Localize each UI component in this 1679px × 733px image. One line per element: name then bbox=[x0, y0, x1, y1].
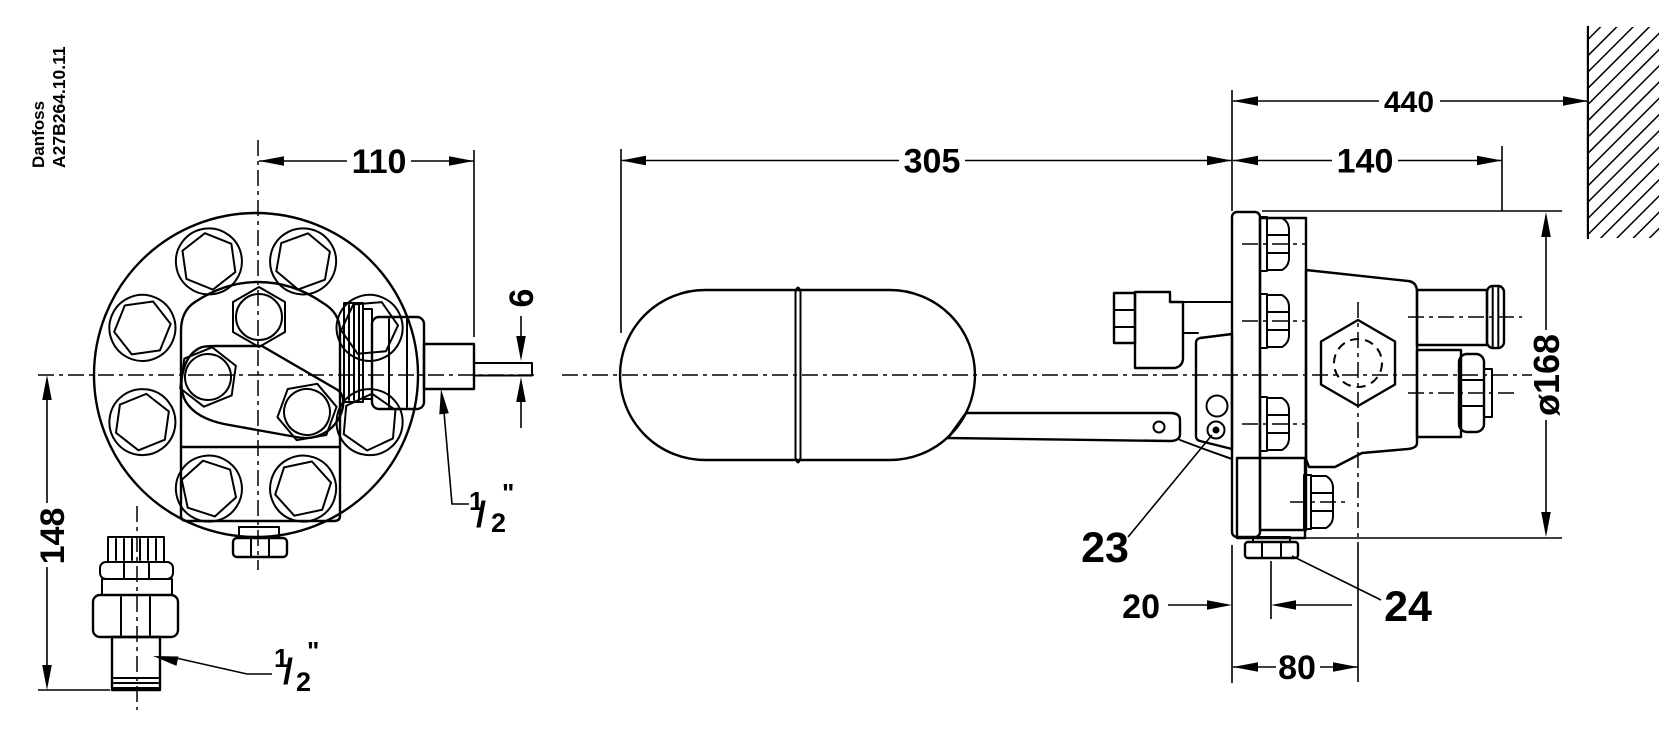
fraction-denominator: 2 bbox=[491, 508, 506, 538]
side-outlet bbox=[343, 302, 533, 411]
fraction-slash: / bbox=[476, 494, 486, 535]
dimension-440: 440 bbox=[1231, 84, 1588, 211]
valve-body-cone bbox=[1304, 268, 1419, 469]
float-arm bbox=[946, 411, 1182, 443]
dimension-80: 80 bbox=[1233, 545, 1359, 687]
title-block: Danfoss A27B264.10.11 bbox=[29, 46, 69, 168]
lever-bracket bbox=[1179, 332, 1234, 460]
dimension-6: 6 bbox=[503, 289, 541, 428]
pivot-pin-hole bbox=[1206, 420, 1226, 440]
item-24-text: 24 bbox=[1384, 583, 1432, 631]
pivot-boss bbox=[1112, 290, 1233, 370]
bracket-hole bbox=[1205, 394, 1229, 418]
dimension-168: ø168 bbox=[1248, 210, 1567, 539]
dimension-110: 110 bbox=[259, 143, 475, 337]
front-view bbox=[91, 211, 533, 692]
dim-110-text: 110 bbox=[352, 143, 407, 181]
cam-plate-outline bbox=[180, 344, 345, 440]
dimensions: 110 6 148 305 bbox=[34, 84, 1588, 697]
dim-140-text: 140 bbox=[1337, 143, 1394, 181]
dim-305-text: 305 bbox=[904, 143, 961, 181]
inch-mark: " bbox=[502, 478, 514, 508]
drain-plug-nut bbox=[1243, 540, 1300, 560]
drawing-number-text: A27B264.10.11 bbox=[49, 46, 69, 168]
dim-80-text: 80 bbox=[1278, 649, 1316, 687]
arm-hole bbox=[1152, 420, 1166, 434]
dim-20-text: 20 bbox=[1122, 588, 1160, 626]
front-drain bbox=[231, 526, 289, 559]
item-label-24: 24 bbox=[1291, 555, 1432, 631]
inch-mark: " bbox=[307, 636, 319, 666]
brand-text: Danfoss bbox=[29, 101, 48, 168]
label-half-inch-side: 1 / 2 " bbox=[436, 388, 514, 538]
dimension-20: 20 bbox=[1122, 545, 1352, 683]
float-body bbox=[618, 288, 977, 462]
threaded-pipe bbox=[110, 635, 162, 692]
dimension-140: 140 bbox=[1233, 142, 1503, 211]
dimension-305: 305 bbox=[620, 142, 1232, 333]
wall-hatch bbox=[1589, 27, 1659, 238]
fraction-numerator: 1 bbox=[469, 486, 483, 516]
dim-6-text: 6 bbox=[503, 289, 541, 308]
centerlines bbox=[38, 140, 1532, 710]
dimension-148: 148 bbox=[34, 375, 110, 691]
item-23-text: 23 bbox=[1081, 524, 1129, 572]
dim-148-text: 148 bbox=[34, 508, 72, 565]
wall-section bbox=[1586, 25, 1659, 240]
dim-440-text: 440 bbox=[1384, 86, 1434, 119]
label-half-inch-bottom: 1 / 2 " bbox=[152, 636, 319, 697]
item-label-23: 23 bbox=[1081, 434, 1213, 572]
fraction-slash: / bbox=[283, 651, 293, 692]
dim-168-text: ø168 bbox=[1526, 334, 1567, 416]
pivot-pin bbox=[1212, 426, 1220, 434]
fraction-numerator: 1 bbox=[274, 643, 288, 673]
fraction-denominator: 2 bbox=[296, 667, 311, 697]
